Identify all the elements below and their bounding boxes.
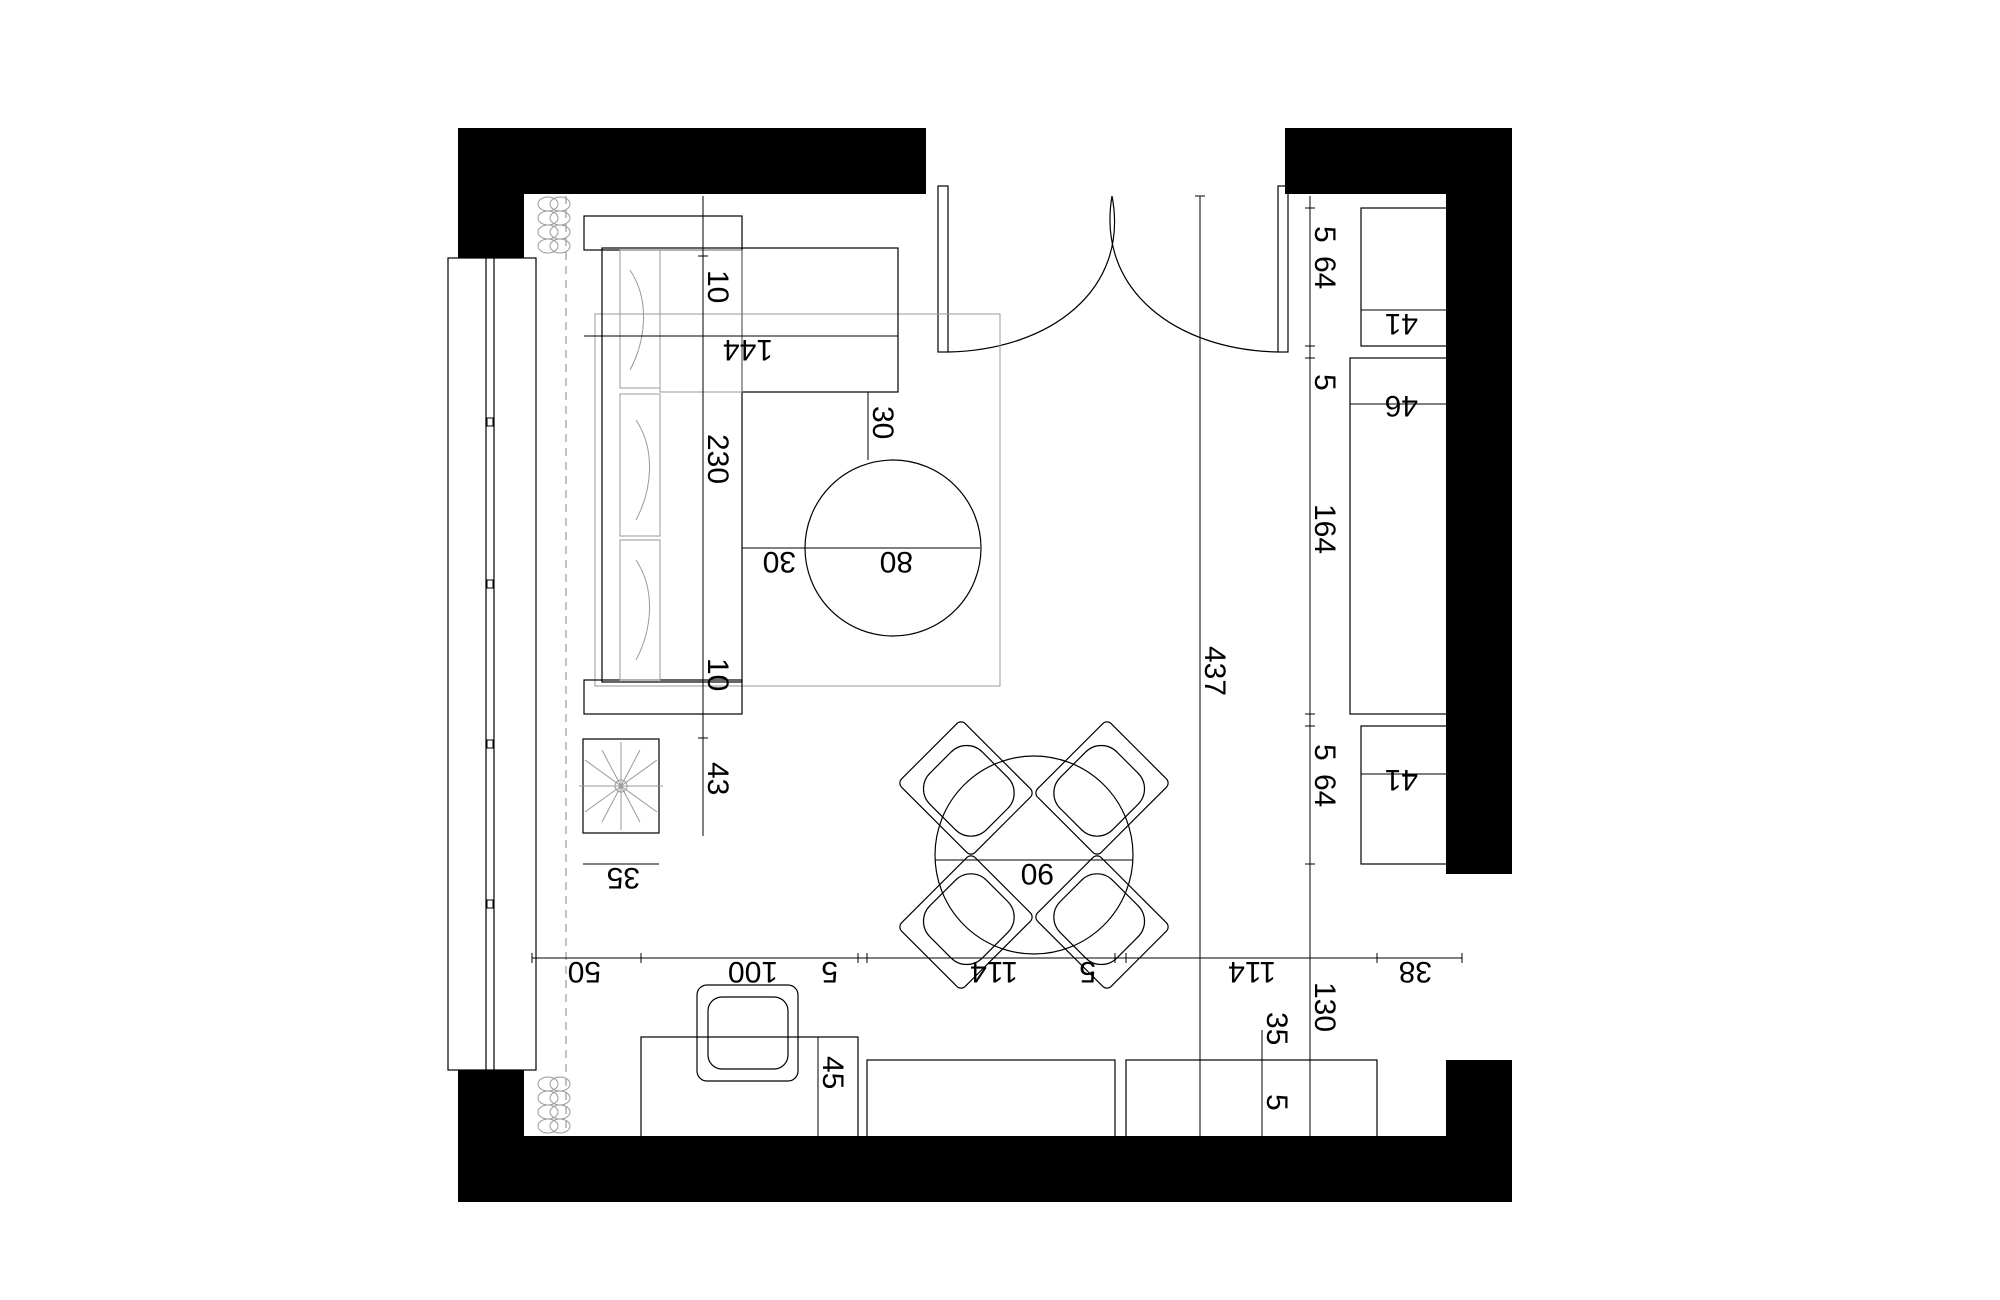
dining-table: [934, 755, 1134, 955]
cabinet-middle: [1349, 357, 1451, 715]
dim-cabinet-mid-height: 164: [1308, 504, 1341, 554]
dim-cabinet-top-width: 41: [1385, 307, 1418, 340]
curtain-bottom: [537, 1076, 571, 1134]
sofa: [583, 215, 899, 715]
dim-coffee-table-diameter: 80: [880, 545, 913, 578]
dimension-labels: 10 144 30 230 30 80 10 43 35 437 5 64 41…: [568, 226, 1432, 1111]
desk-chair: [696, 984, 799, 1082]
dim-coffee-table-gap: 30: [763, 545, 796, 578]
dining-chair: [1035, 855, 1169, 989]
dim-seg-3: 5: [821, 955, 838, 988]
window-frame: [447, 257, 537, 1071]
dim-room-depth: 437: [1198, 646, 1231, 696]
bottom-furniture: [640, 984, 1378, 1139]
dim-sofa-bottom-arm: 10: [701, 658, 734, 691]
tv-unit-right: [1125, 1059, 1378, 1139]
desk: [640, 1036, 859, 1139]
dim-bottom-right-height: 130: [1308, 982, 1341, 1032]
dim-sofa-length: 230: [701, 434, 734, 484]
curtain-top: [537, 196, 571, 254]
dim-cabinet-low-height: 64: [1308, 774, 1341, 807]
dim-tv-unit-gap: 5: [1260, 1094, 1293, 1111]
wall-left-lower: [458, 1070, 524, 1136]
dim-plant-width: 35: [607, 861, 640, 894]
dim-cabinet-low-width: 41: [1385, 763, 1418, 796]
dim-cabinet-top-gap: 5: [1308, 226, 1341, 243]
dim-seg-6: 114: [1228, 955, 1276, 988]
door-swing-left: [947, 195, 1116, 353]
walls: [458, 128, 1512, 1202]
wall-top-right: [1285, 128, 1512, 194]
wall-right-upper: [1446, 194, 1512, 874]
wall-left-upper: [458, 194, 524, 258]
dining-chair: [1035, 721, 1169, 855]
dim-seg-4: 114: [970, 955, 1018, 988]
dim-dining-table-diameter: 90: [1021, 857, 1054, 890]
door-leaf-left: [937, 185, 949, 353]
storage-cabinets: [1349, 207, 1451, 865]
tv-unit-left: [866, 1059, 1116, 1139]
door-swing-right: [1109, 195, 1279, 353]
dim-plant-gap: 43: [701, 762, 734, 795]
wall-right-lower: [1446, 1060, 1512, 1136]
dim-sofa-length-top: 144: [723, 333, 773, 366]
dining-chair: [899, 855, 1033, 989]
dim-cabinet-low-gap: 5: [1308, 744, 1341, 761]
dim-cabinet-top-height: 64: [1308, 256, 1341, 289]
double-door: [937, 185, 1289, 353]
dim-cabinet-mid-width: 46: [1385, 389, 1418, 422]
dim-desk-depth: 45: [816, 1056, 849, 1089]
dim-seg-1: 50: [568, 955, 601, 988]
rug: [594, 313, 1001, 687]
dim-seg-7: 38: [1399, 955, 1432, 988]
window: [447, 196, 571, 1134]
dining-chair: [899, 721, 1033, 855]
wall-top-left: [458, 128, 926, 194]
cabinet-bottom: [1360, 725, 1451, 865]
plant: [579, 738, 663, 834]
dim-seg-5: 5: [1079, 955, 1096, 988]
dimension-lines: [531, 195, 1463, 1147]
dining-set: [899, 721, 1169, 989]
dim-sofa-top-arm: 10: [701, 270, 734, 303]
dim-seg-2: 100: [728, 955, 778, 988]
plant-icon: [579, 742, 663, 830]
dim-cabinet-mid-gap: 5: [1308, 374, 1341, 391]
cabinet-top: [1360, 207, 1451, 347]
door-leaf-right: [1277, 185, 1289, 353]
dim-sofa-to-table: 30: [866, 406, 899, 439]
wall-bottom: [458, 1136, 1512, 1202]
dim-tv-unit-height: 35: [1260, 1012, 1293, 1045]
